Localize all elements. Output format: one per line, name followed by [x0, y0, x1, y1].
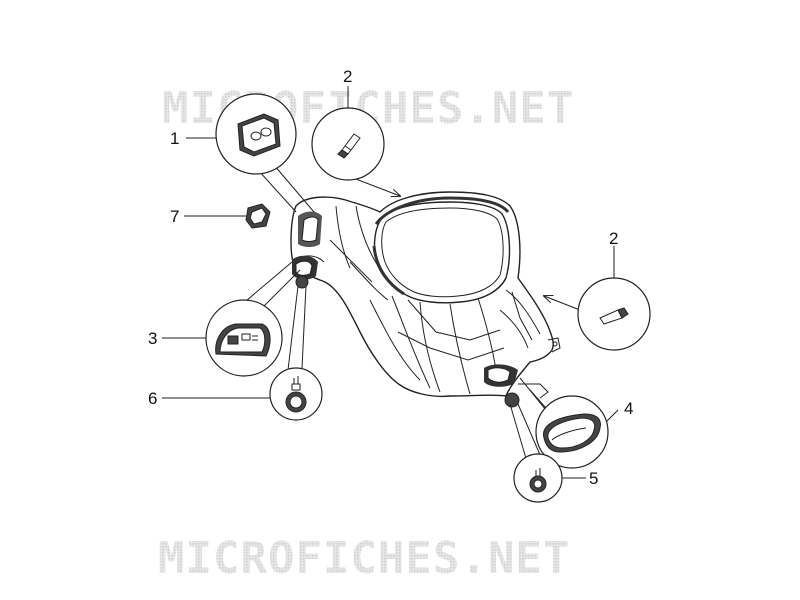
clip-part — [245, 203, 271, 229]
small-knob-icon — [529, 468, 547, 493]
callout-circle-3 — [205, 299, 283, 377]
callout-label-7: 7 — [170, 207, 179, 226]
bulb-icon — [337, 133, 361, 159]
right-switch-cover-part — [543, 413, 601, 453]
callout-label-6: 6 — [148, 389, 157, 408]
handlebar-cover — [290, 191, 561, 408]
round-knob-icon — [285, 376, 307, 413]
callout-circle-1 — [215, 93, 297, 175]
callout-circle-4 — [535, 395, 609, 469]
callout-label-3: 3 — [148, 329, 157, 348]
callout-circle-6 — [269, 367, 323, 421]
callout-label-1: 1 — [170, 129, 179, 148]
bulb-icon — [599, 307, 629, 325]
callout-label-2-top: 2 — [343, 67, 352, 86]
double-switch-panel-part — [237, 113, 281, 157]
callout-label-4: 4 — [624, 399, 633, 418]
callout-label-5: 5 — [589, 469, 598, 488]
watermark-bottom: MICROFICHES.NET — [158, 533, 570, 584]
callout-circle-2-right — [577, 277, 651, 351]
callout-circle-5 — [513, 453, 563, 503]
left-switch-block-part — [215, 323, 271, 357]
callout-label-2-right: 2 — [609, 229, 618, 248]
callout-circle-2-top — [311, 107, 385, 181]
